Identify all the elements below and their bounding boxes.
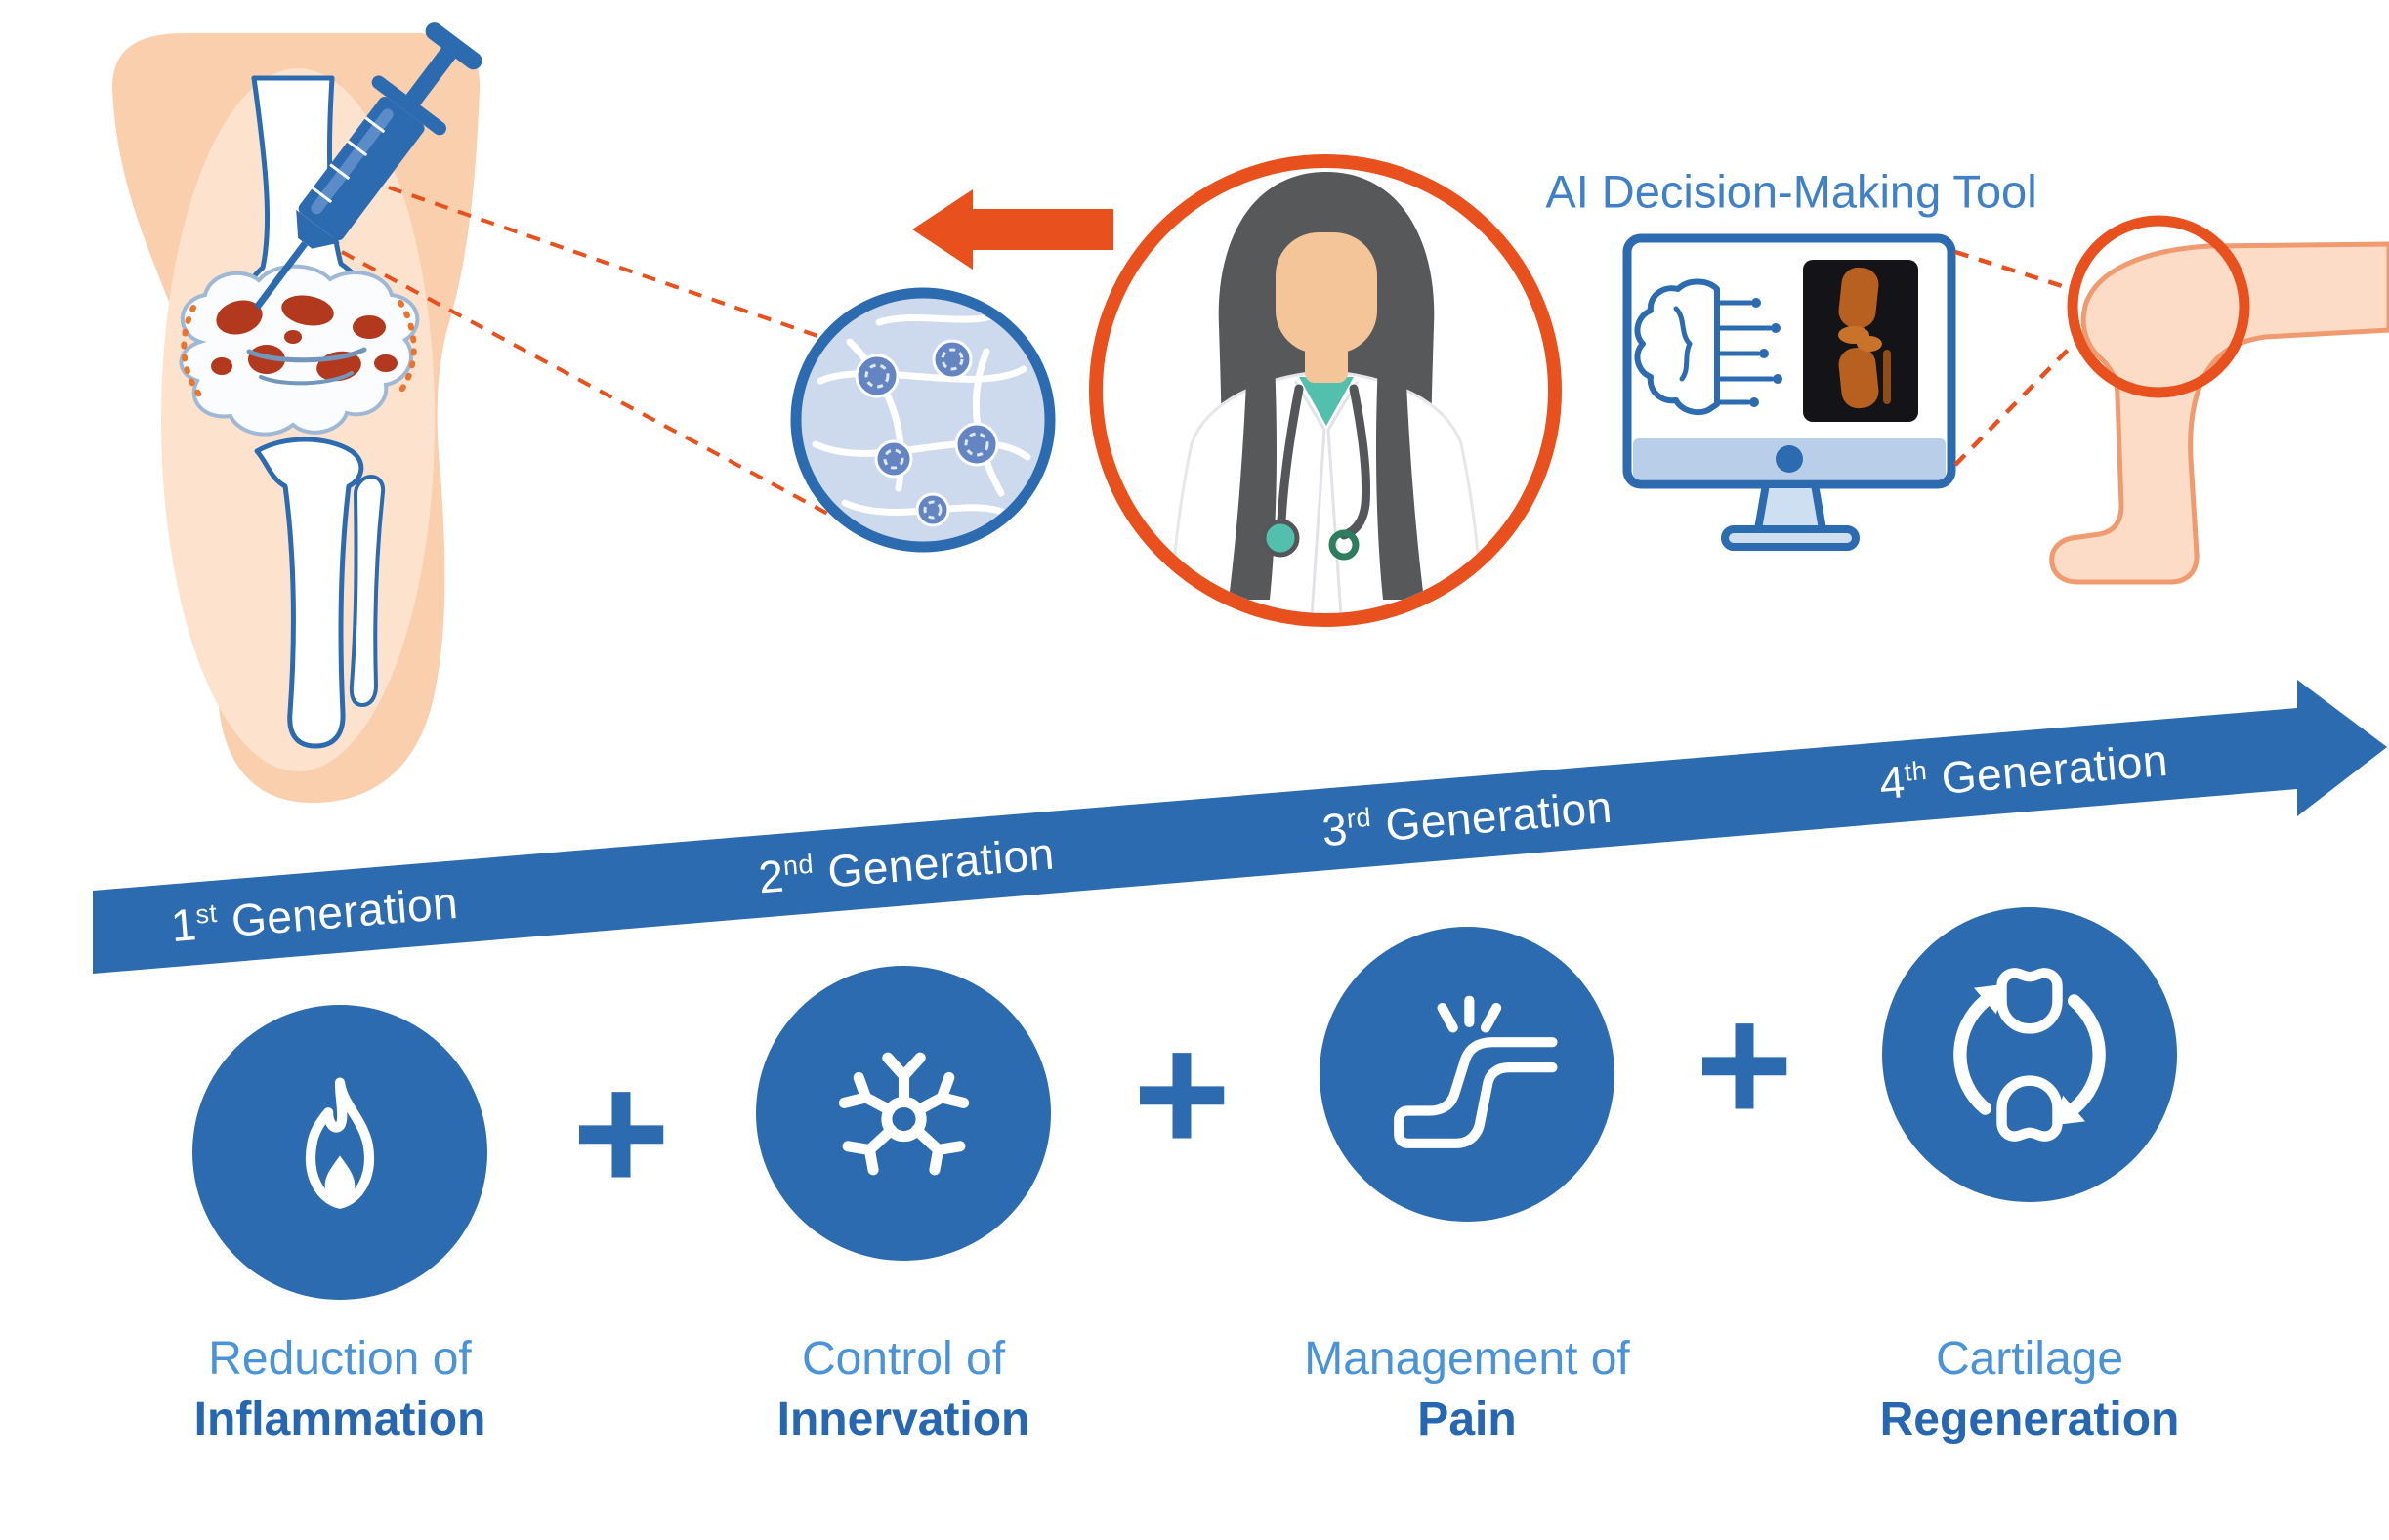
stage-circle-innervation — [756, 966, 1051, 1261]
zoom-dashed-lines-right — [1953, 249, 2082, 467]
syringe-barrel-highlight — [311, 108, 394, 215]
syringe-illustration — [254, 22, 482, 310]
stage-circle-inflammation — [192, 1005, 487, 1300]
knee-highlight-circle — [2067, 215, 2250, 398]
doctor-face — [1276, 232, 1377, 354]
doctor-illustration — [1089, 154, 1562, 627]
stethoscope-ring — [1328, 529, 1360, 561]
doctor-hair-bangs — [1249, 180, 1404, 293]
ai-brain-icon — [1634, 278, 1782, 416]
meniscus-line-1 — [246, 347, 367, 363]
stage-label-line1: Management of — [1304, 1333, 1630, 1385]
injected-cells-circle — [790, 287, 1056, 553]
stage-label-line2: Inflammation — [193, 1394, 486, 1445]
doctor-coat-lapels — [1293, 380, 1360, 613]
syringe-plunger-rod — [404, 44, 458, 107]
monitor-stand-base — [1721, 525, 1860, 551]
plus-sign-1: + — [571, 1039, 671, 1227]
joint-fringe-right — [397, 300, 417, 395]
stethoscope — [1261, 384, 1370, 561]
generation-banner-arrow — [93, 680, 2387, 974]
treatment-arrow-icon — [912, 189, 1113, 270]
monitor-stand-neck — [1754, 480, 1826, 533]
tibia-bone — [254, 437, 364, 749]
stage-label-line2: Regeneration — [1879, 1394, 2180, 1445]
patient-leg-illustration — [2049, 215, 2389, 585]
syringe-taper — [296, 209, 340, 249]
syringe-graduations — [312, 116, 386, 204]
doctor-hair-strand-right — [1376, 291, 1424, 600]
syringe-barrel — [298, 97, 425, 241]
monitor-camera-dot — [1776, 445, 1803, 473]
joint-fringe-left — [181, 305, 205, 401]
stage-circle-pain — [1320, 927, 1614, 1222]
knee-anatomy-illustration — [112, 33, 481, 803]
stage-label-line1: Cartilage — [1935, 1333, 2124, 1385]
stage-label-innervation: Control of Innervation — [777, 1330, 1030, 1451]
joint-regeneration-icon — [1953, 968, 2106, 1142]
monitor-illustration — [1622, 233, 1956, 551]
doctor-scrub-vneck — [1299, 377, 1354, 426]
stage-label-regeneration: Cartilage Regeneration — [1880, 1330, 2180, 1451]
stage-label-pain: Management of Pain — [1304, 1330, 1630, 1451]
knee-pain-icon — [1393, 995, 1558, 1148]
plus-sign-3: + — [1695, 971, 1794, 1158]
syringe-needle — [254, 241, 309, 310]
cell-clusters — [855, 339, 999, 527]
ai-tool-label: AI Decision-Making Tool — [1545, 165, 2037, 218]
syringe-flange — [371, 75, 446, 136]
doctor-hair-strand-left — [1229, 291, 1277, 600]
plus-sign-2: + — [1132, 1000, 1232, 1187]
meniscus-line-2 — [259, 371, 354, 386]
patient-leg-outline — [2049, 241, 2389, 585]
stage-circle-regeneration — [1882, 907, 2177, 1202]
stethoscope-chestpiece — [1261, 519, 1300, 558]
stage-label-line2: Innervation — [776, 1394, 1030, 1445]
fibula-bone — [349, 475, 386, 707]
syringe-plunger-handle — [425, 22, 482, 70]
knee-xray-bones — [1838, 267, 1891, 409]
stage-label-line2: Pain — [1417, 1394, 1517, 1445]
flame-icon — [305, 1077, 375, 1209]
neuron-icon — [838, 1052, 969, 1175]
stage-label-line1: Reduction of — [208, 1333, 472, 1385]
stage-label-inflammation: Reduction of Inflammation — [194, 1330, 486, 1451]
zoom-dashed-lines-left — [341, 186, 836, 520]
stage-label-line1: Control of — [801, 1333, 1006, 1385]
